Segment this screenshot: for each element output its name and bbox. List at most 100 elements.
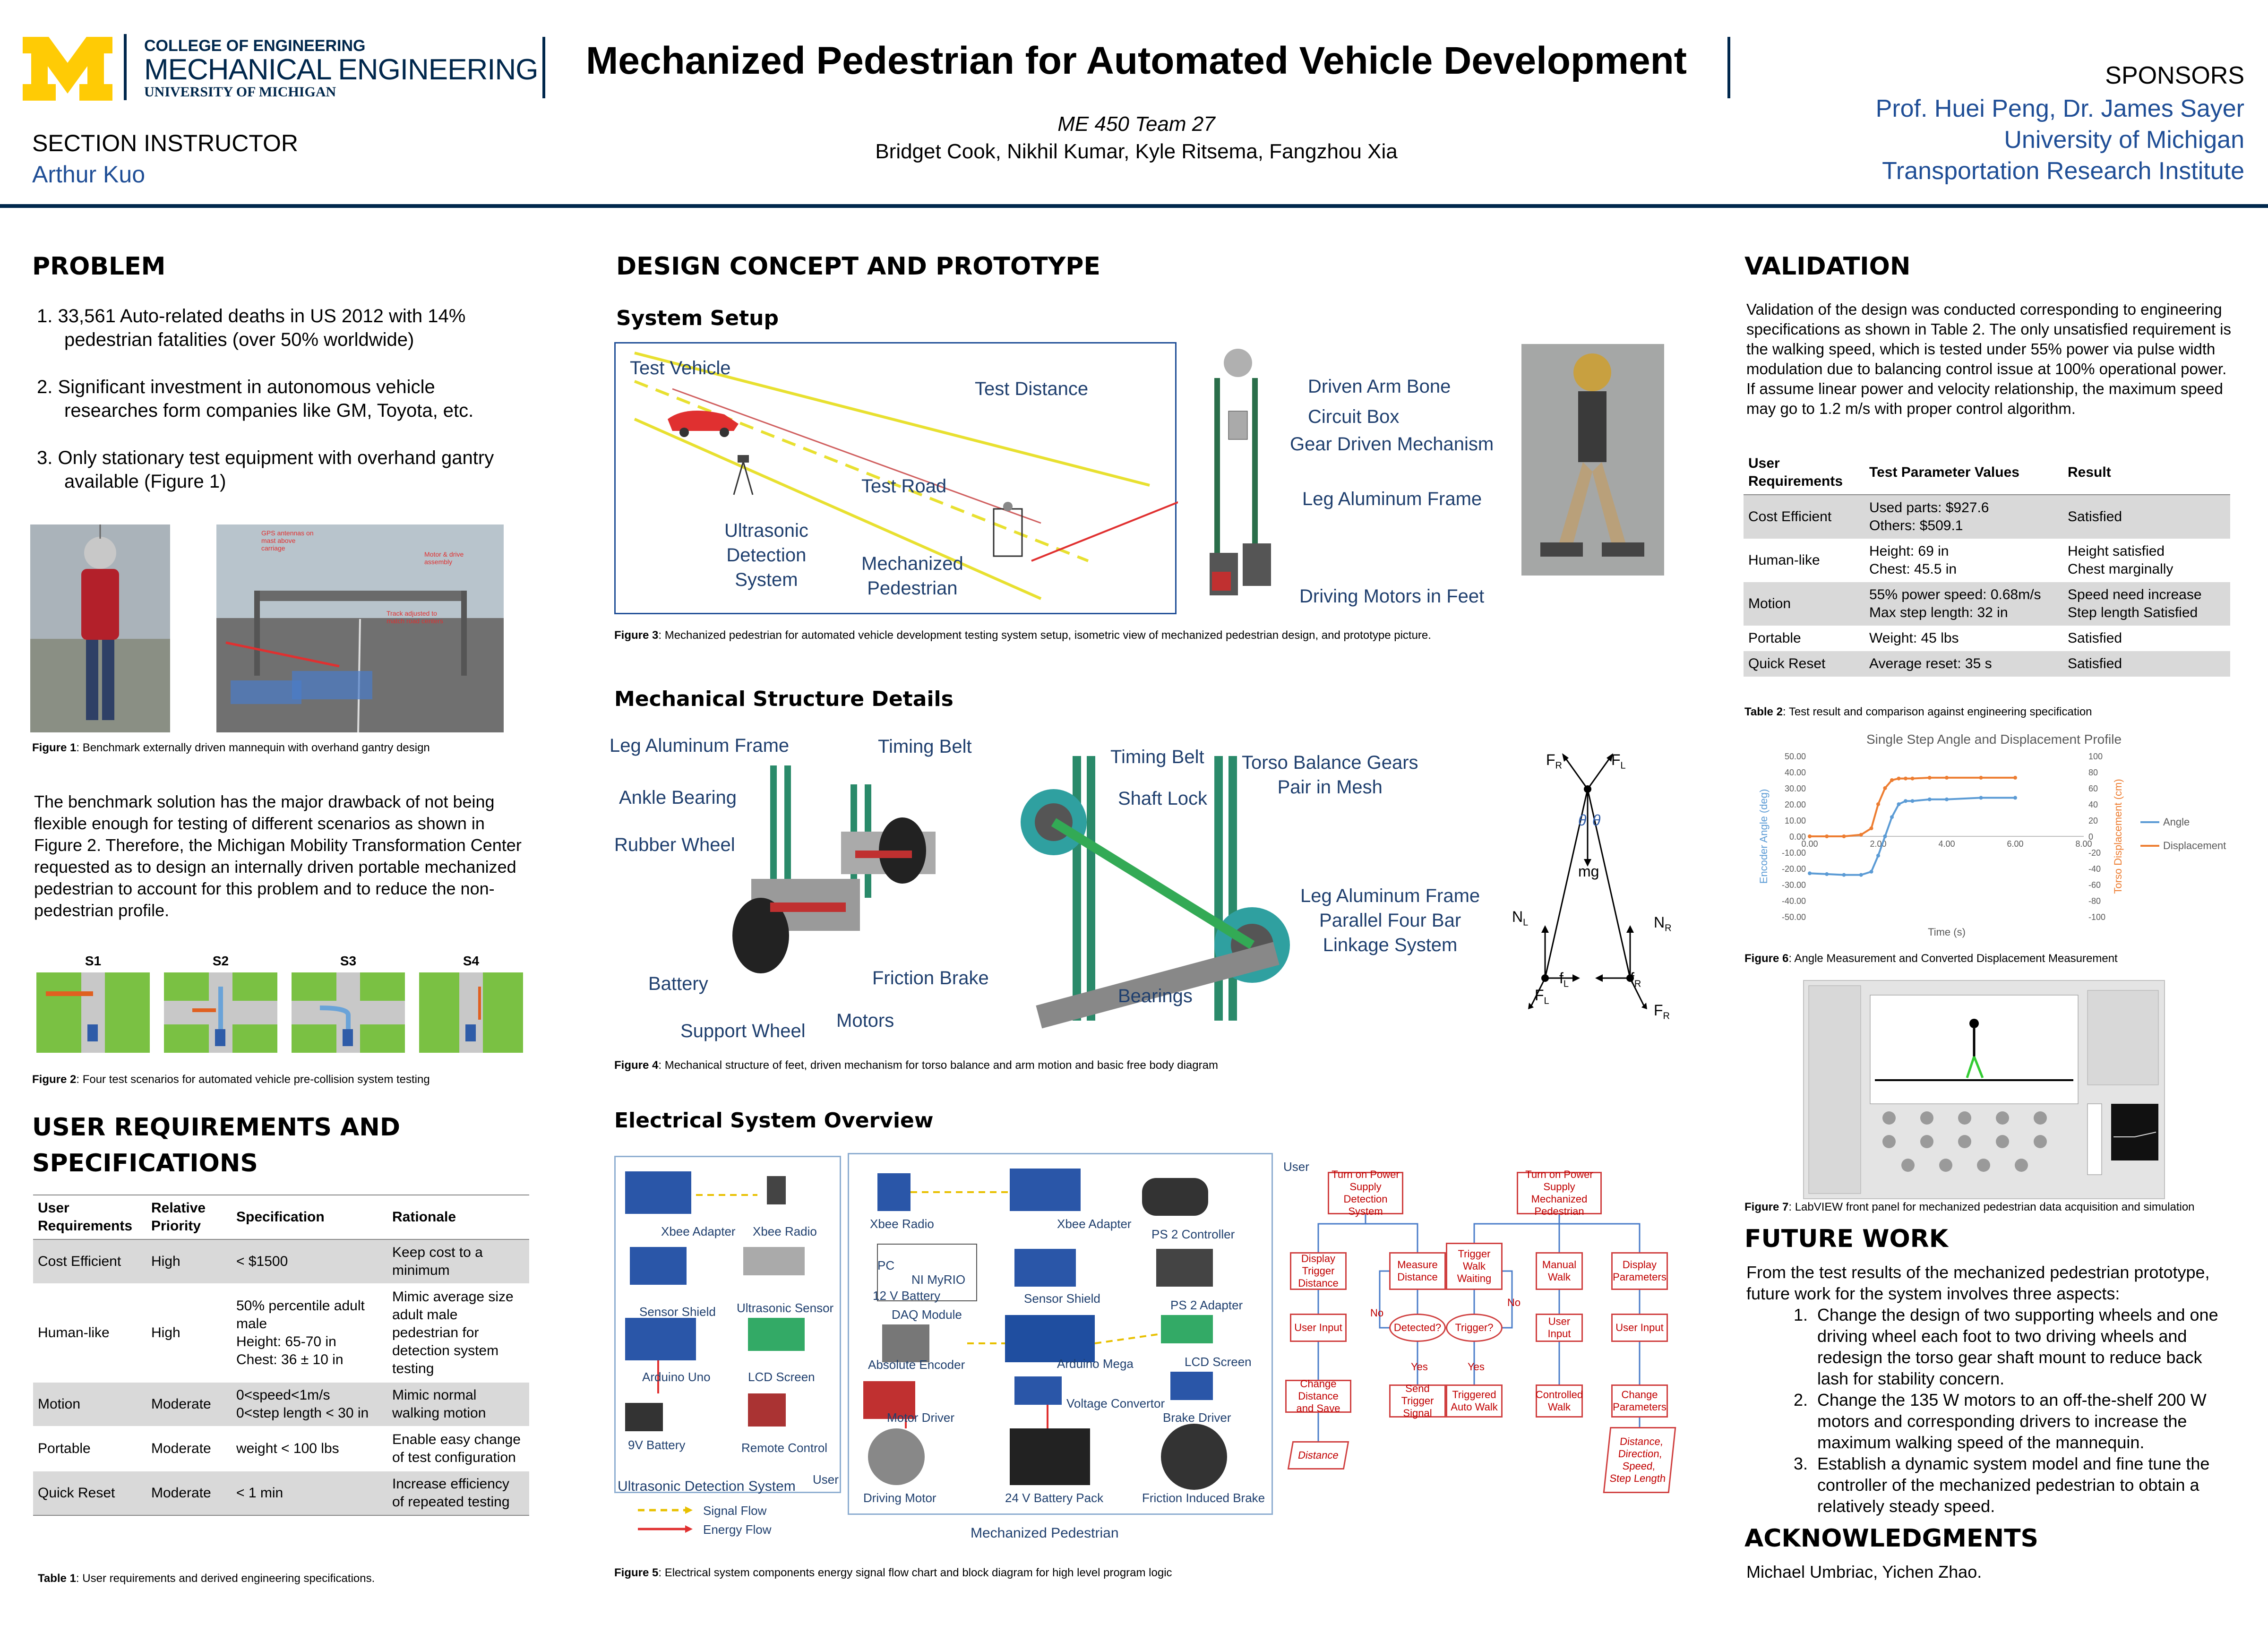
validation-paragraph: Validation of the design was conducted c… xyxy=(1746,301,2232,417)
force-fl-label: FL xyxy=(1611,751,1626,771)
x-tick-label: 6.00 xyxy=(2007,839,2023,849)
elec-label: 12 V Battery xyxy=(873,1289,941,1303)
problem-item: 1. 33,561 Auto-related deaths in US 2012… xyxy=(37,306,466,350)
logo-dept: MECHANICAL ENGINEERING xyxy=(144,53,538,86)
problem-heading: PROBLEM xyxy=(32,252,166,281)
data-point xyxy=(1869,869,1873,874)
feet-label: Leg Aluminum Frame xyxy=(610,735,790,756)
feet-label: Motors xyxy=(836,1010,894,1031)
elec-label: PS 2 Controller xyxy=(1151,1227,1235,1241)
flow-yes-1: Yes xyxy=(1411,1361,1428,1373)
flow-legend: Signal Flow Energy Flow xyxy=(633,1502,775,1539)
feet-label: Battery xyxy=(648,973,708,994)
torso-mechanism-model xyxy=(1006,747,1290,1030)
header-rule xyxy=(0,204,2268,208)
isometric-model xyxy=(1200,345,1276,610)
validation-heading: VALIDATION xyxy=(1744,252,1911,281)
feet-label: Rubber Wheel xyxy=(614,834,735,855)
y2-axis-label: Torso Displacement (cm) xyxy=(2112,779,2124,894)
iso-label: Circuit Box xyxy=(1308,406,1400,427)
validation-table: User Requirements Test Parameter Values … xyxy=(1744,451,2230,677)
data-point xyxy=(1927,797,1932,801)
labview-panel xyxy=(1803,980,2165,1199)
y2-tick-label: -80 xyxy=(2088,896,2101,906)
mannequin-photo xyxy=(30,524,170,732)
system-setup-diagram: Test Vehicle Test Distance Test Road Ult… xyxy=(614,342,1178,614)
benchmark-paragraph: The benchmark solution has the major dra… xyxy=(34,792,522,920)
data-point xyxy=(1979,775,1983,780)
problem-list: 1. 33,561 Auto-related deaths in US 2012… xyxy=(37,304,514,517)
scenario-row: S1 S2 S3 S4 xyxy=(34,954,525,1053)
y-tick-label: -20.00 xyxy=(1782,864,1806,874)
figure-6-caption: Figure 6: Angle Measurement and Converte… xyxy=(1744,952,2118,965)
poster-title: Mechanized Pedestrian for Automated Vehi… xyxy=(586,39,1687,82)
data-point xyxy=(1808,834,1812,838)
elec-label: LCD Screen xyxy=(748,1370,815,1384)
ultrasonic-system-box: Xbee Adapter Xbee Radio Sensor Shield Ul… xyxy=(614,1156,841,1494)
test-road-label: Test Road xyxy=(861,476,947,497)
feet-label: Friction Brake xyxy=(872,968,989,988)
legend-signal: Signal Flow xyxy=(703,1504,767,1518)
data-point xyxy=(1945,775,1949,780)
requirements-table: User Requirements Relative Priority Spec… xyxy=(33,1195,529,1516)
title-left-bar xyxy=(542,37,545,98)
logo-university: UNIVERSITY OF MICHIGAN xyxy=(144,84,336,100)
flow-auto-walk: Triggered Auto Walk xyxy=(1446,1384,1503,1418)
fr-bottom-label: FR xyxy=(1654,1002,1670,1022)
data-point xyxy=(1808,871,1812,876)
data-point xyxy=(1945,797,1949,801)
elec-label: PS 2 Adapter xyxy=(1170,1298,1243,1312)
y-tick-label: -50.00 xyxy=(1782,912,1806,922)
x-tick-label: 0.00 xyxy=(1801,839,1818,849)
feet-model xyxy=(723,756,959,992)
flow-start-pedestrian: Turn on Power Supply Mechanized Pedestri… xyxy=(1517,1169,1602,1217)
x-tick-label: 8.00 xyxy=(2075,839,2092,849)
figure-5-caption: Figure 5: Electrical system components e… xyxy=(614,1566,1172,1579)
force-fr-label: FR xyxy=(1546,751,1562,771)
torso-label: Torso Balance Gears Pair in Mesh xyxy=(1242,752,1418,798)
elec-label: Driving Motor xyxy=(863,1491,936,1505)
mechanized-pedestrian-label: Mechanized Pedestrian xyxy=(861,553,963,599)
torso-label: Shaft Lock xyxy=(1118,788,1208,809)
photo-label: Motor & drive assembly xyxy=(424,550,464,566)
data-point xyxy=(1910,776,1915,781)
mp-box-label: Mechanized Pedestrian xyxy=(971,1525,1119,1541)
flow-user-input-2: User Input xyxy=(1536,1314,1583,1342)
flow-measure: Measure Distance xyxy=(1389,1252,1446,1290)
theta-left-label: θ xyxy=(1578,812,1587,829)
flow-yes-2: Yes xyxy=(1468,1361,1485,1373)
column-header: User Requirements xyxy=(1748,456,1843,489)
elec-label: Remote Control xyxy=(741,1441,828,1455)
instructor-label: SECTION INSTRUCTOR xyxy=(32,130,298,156)
data-point xyxy=(2013,775,2017,780)
y-tick-label: -30.00 xyxy=(1782,880,1806,890)
angle-displacement-chart: Single Step Angle and Displacement Profi… xyxy=(1748,728,2230,945)
elec-label: DAQ Module xyxy=(892,1307,962,1322)
mg-label: mg xyxy=(1578,863,1599,880)
design-heading: DESIGN CONCEPT AND PROTOTYPE xyxy=(616,252,1100,281)
problem-item: 2. Significant investment in autonomous … xyxy=(37,377,474,421)
flow-send-trigger: Send Trigger Signal xyxy=(1389,1383,1446,1419)
sponsor-names: Prof. Huei Peng, Dr. James Sayer xyxy=(1875,95,2244,122)
data-point xyxy=(1897,802,1901,806)
elec-label: PC xyxy=(877,1258,895,1272)
sponsor-university: University of Michigan xyxy=(2004,126,2244,154)
column-header: User Requirements xyxy=(38,1200,133,1234)
team-name: ME 450 Team 27 xyxy=(1057,112,1215,136)
theta-right-label: θ xyxy=(1592,812,1601,829)
user-label: User xyxy=(813,1472,839,1487)
elec-label: LCD Screen xyxy=(1185,1355,1252,1369)
data-point xyxy=(1979,796,1983,800)
y2-tick-label: 40 xyxy=(2088,800,2098,809)
flow-change-params: Change Parameters xyxy=(1611,1384,1668,1418)
figure-2-caption: Figure 2: Four test scenarios for automa… xyxy=(32,1073,430,1086)
flow-parameters-output: Distance, Direction, Speed, Step Length xyxy=(1603,1427,1676,1493)
iso-label: Driven Arm Bone xyxy=(1308,376,1451,397)
